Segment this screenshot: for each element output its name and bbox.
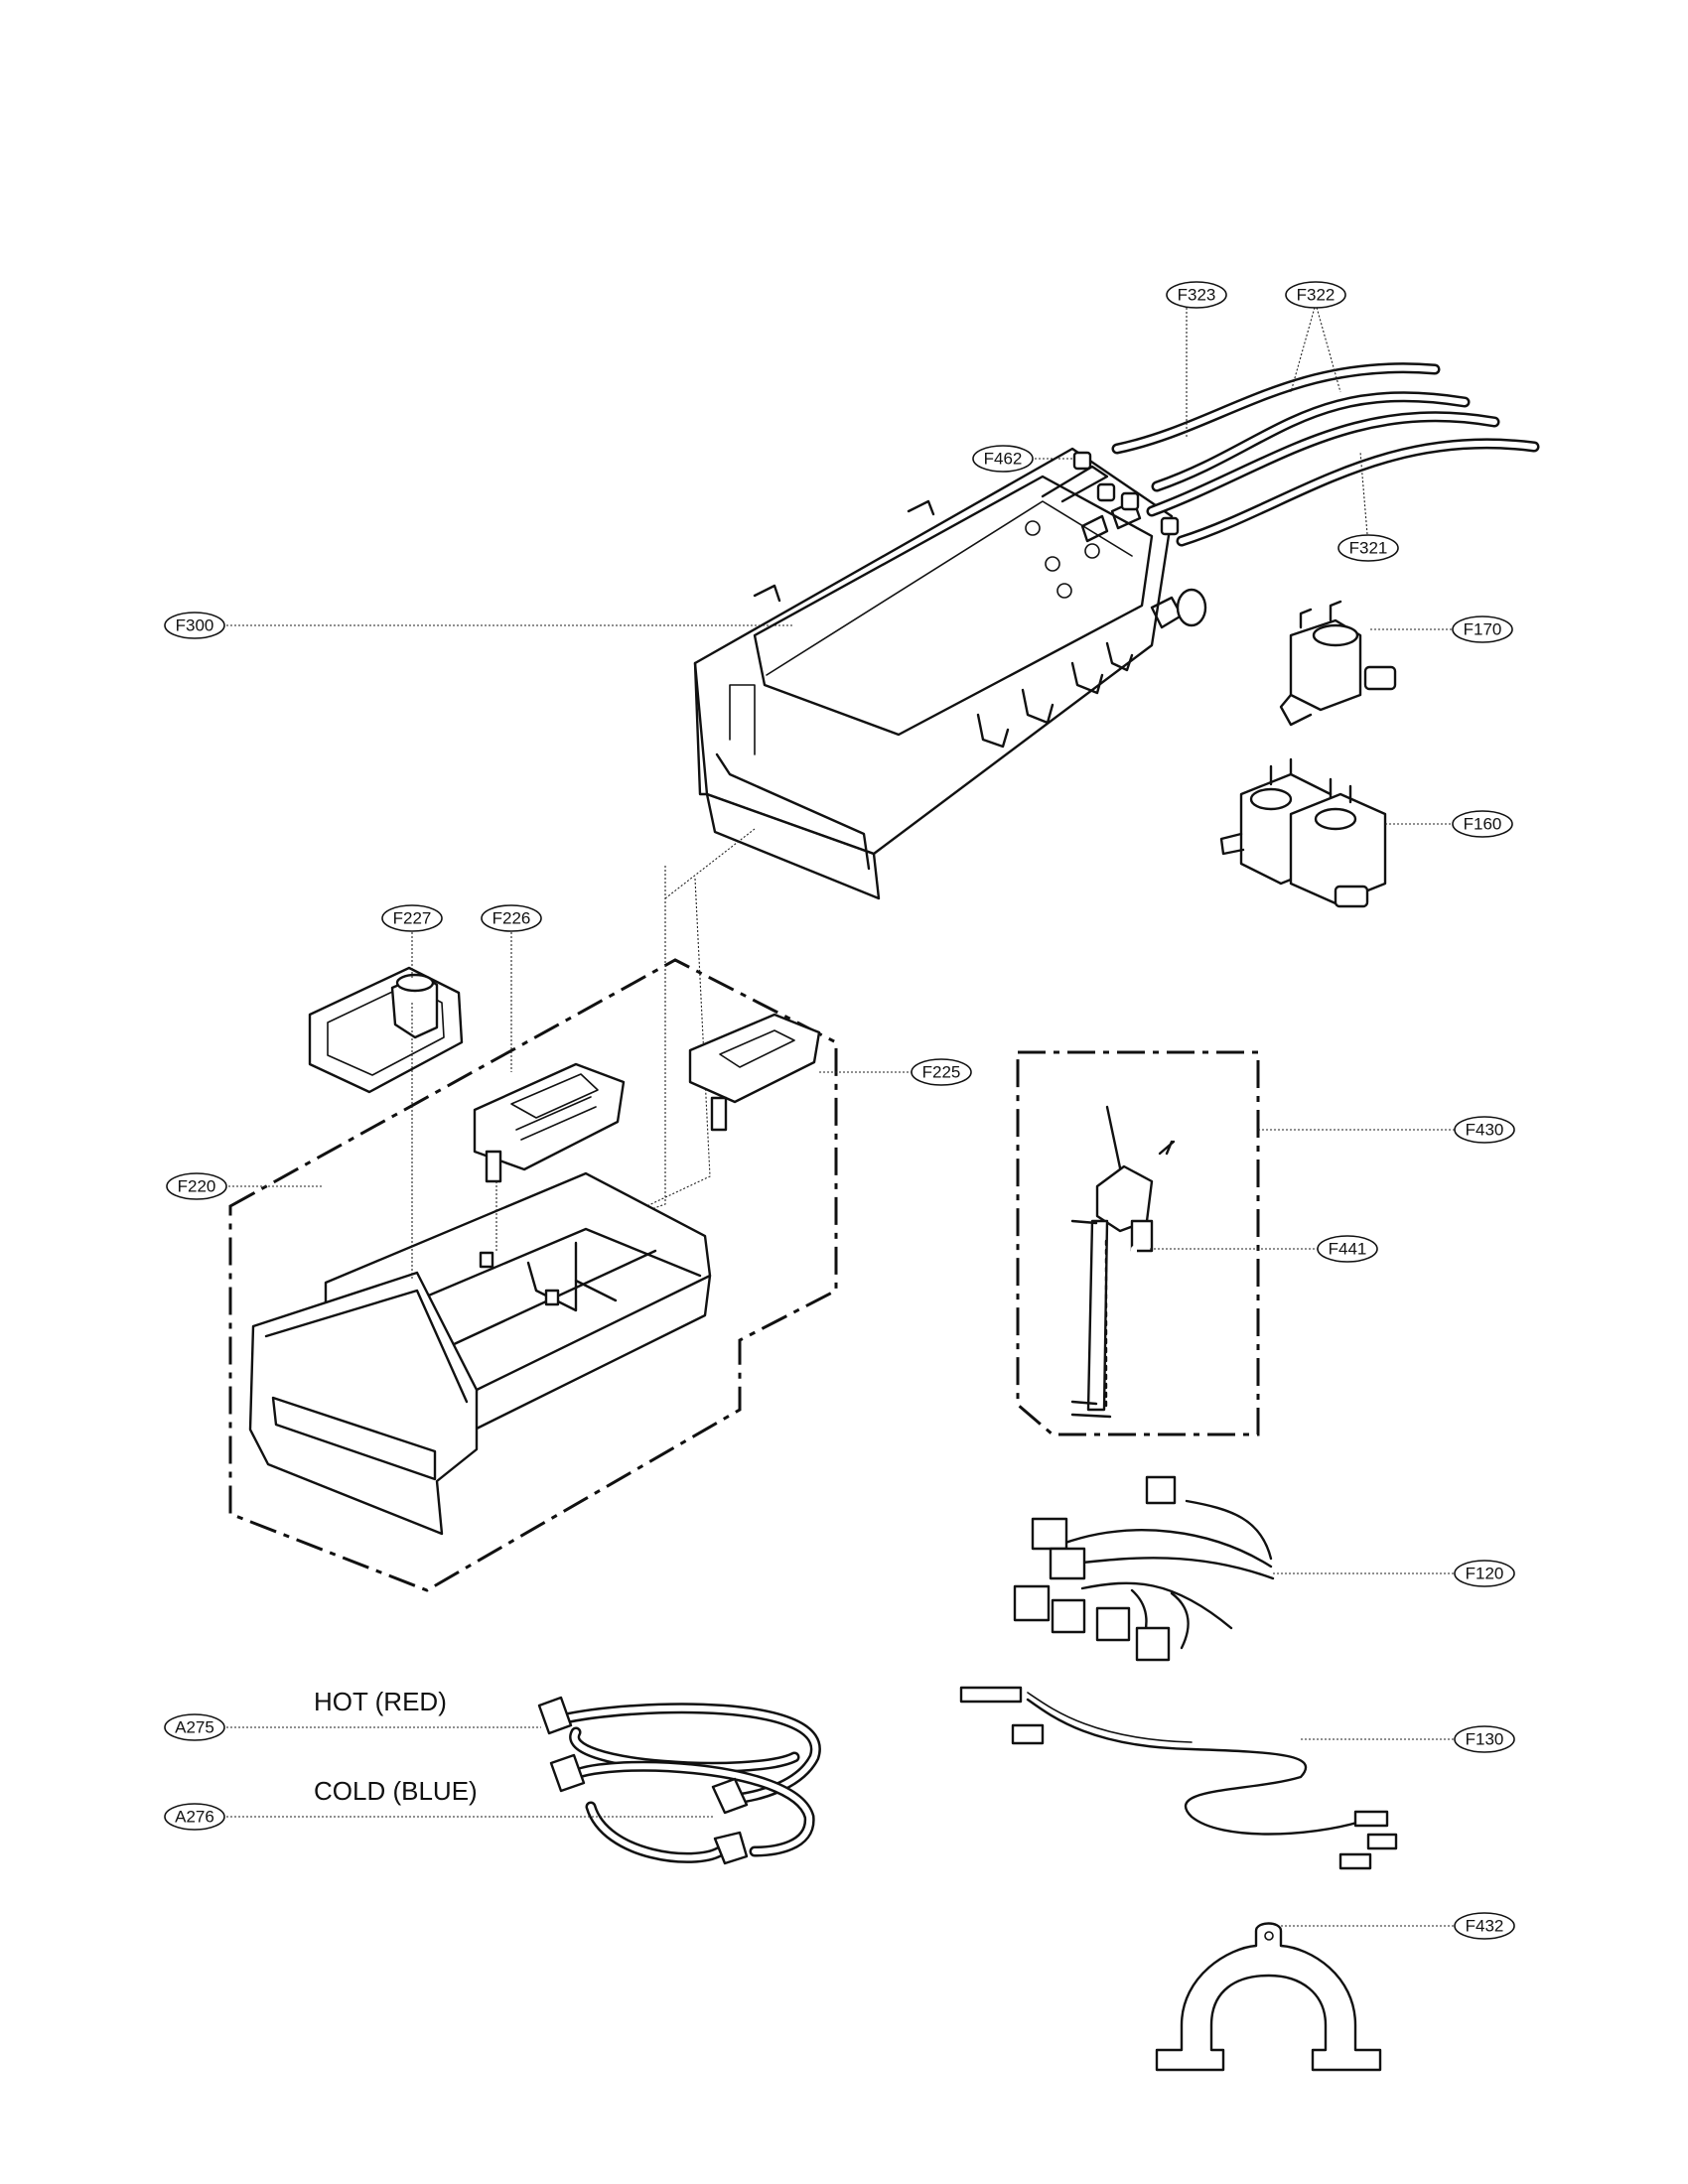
wire-harness-2 [959,1686,1398,1870]
callout-label: F430 [1466,1121,1504,1140]
callout-F226: F226 [481,904,542,932]
callout-label: F322 [1297,286,1336,305]
callout-label: F441 [1329,1240,1367,1259]
callout-label: F225 [922,1063,961,1082]
callout-label: F130 [1466,1730,1504,1749]
callout-F227: F227 [381,904,443,932]
callout-F130: F130 [1454,1725,1515,1753]
wire-harness [1013,1475,1275,1662]
softener-cap [308,966,464,1094]
callout-label: F160 [1464,815,1502,834]
callout-label: A276 [175,1808,214,1827]
callout-F170: F170 [1452,615,1513,643]
hose-guide [1155,1922,1382,2072]
callout-F160: F160 [1452,810,1513,838]
double-water-valve [1219,757,1387,908]
callout-label: F226 [492,909,531,928]
single-water-valve [1279,600,1397,727]
hot-hose-label: HOT (RED) [314,1687,447,1716]
callout-F441: F441 [1317,1235,1378,1263]
hose-clamps [1072,451,1180,536]
callout-F432: F432 [1454,1912,1515,1940]
callout-F323: F323 [1166,281,1227,309]
leader-lines [226,303,1455,1927]
siphon-cap-right [688,1013,821,1132]
callout-F220: F220 [166,1172,227,1200]
callout-label: F432 [1466,1917,1504,1936]
callout-A276: A276 [164,1803,225,1831]
drawer-assembly-boundary [228,958,838,1592]
callout-F430: F430 [1454,1116,1515,1144]
callout-label: F227 [393,909,432,928]
callout-label: F462 [984,450,1023,469]
callout-A275: A275 [164,1713,225,1741]
detergent-drawer [248,1171,712,1536]
drain-hose-assembly [1070,1105,1224,1419]
callout-F225: F225 [911,1058,972,1086]
callout-F120: F120 [1454,1560,1515,1587]
callout-F300: F300 [164,612,225,639]
cold-hose-label: COLD (BLUE) [314,1776,478,1806]
callout-label: F300 [176,616,214,635]
callout-label: F220 [178,1177,216,1196]
callout-label: A275 [175,1718,214,1737]
callout-F321: F321 [1337,534,1399,562]
callout-label: F120 [1466,1565,1504,1583]
callout-label: F170 [1464,620,1502,639]
siphon-cap-left [473,1062,626,1183]
callout-label: F323 [1178,286,1216,305]
drain-hose-group-boundary [1016,1050,1260,1436]
callout-F322: F322 [1285,281,1346,309]
callout-label: F321 [1349,539,1388,558]
alignment-line [623,866,666,1220]
alignment-line [625,828,756,1217]
dispenser-housing [693,447,1207,900]
inlet-hoses [1111,362,1540,547]
water-inlet-hoses [537,1696,821,1865]
callout-F462: F462 [972,445,1034,473]
